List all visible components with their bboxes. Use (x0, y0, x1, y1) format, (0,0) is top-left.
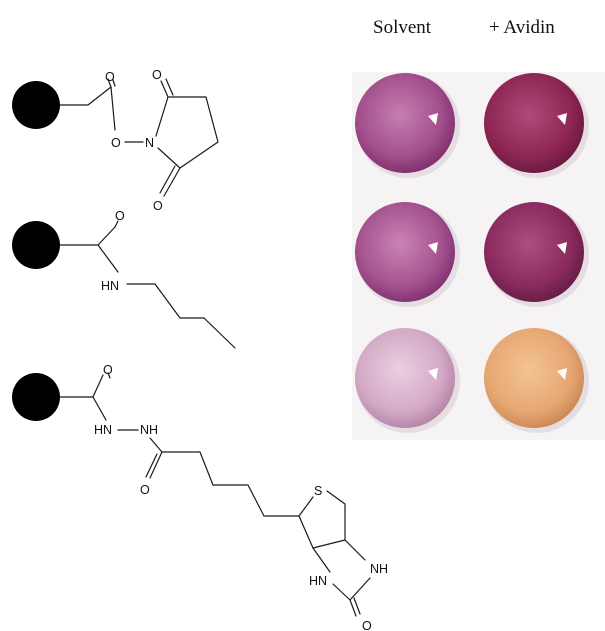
well-highlight (428, 242, 438, 254)
succinimide-ring (155, 96, 219, 169)
atom-oxygen: O (103, 363, 113, 377)
well-grid (355, 73, 589, 433)
well-avidin-row2 (484, 202, 589, 307)
well-sphere (355, 73, 455, 173)
structure-butylamide: O HN (12, 209, 236, 349)
well-highlight (428, 368, 438, 380)
well-highlight (557, 242, 567, 254)
atom-oxygen: O (140, 483, 150, 497)
well-highlight (428, 113, 438, 125)
atom-oxygen: O (111, 136, 121, 150)
atom-oxygen: O (152, 68, 162, 82)
atom-nh: NH (370, 562, 388, 576)
resin-bead-icon (12, 221, 60, 269)
well-solvent-row2 (355, 202, 460, 307)
atom-nitrogen: N (145, 136, 154, 150)
atom-nh: HN (309, 574, 327, 588)
atom-sulfur: S (314, 484, 322, 498)
atom-oxygen: O (105, 70, 115, 84)
pentyl-chain (161, 451, 300, 517)
resin-bead-icon (12, 81, 60, 129)
well-sphere (484, 202, 584, 302)
structure-biotin-hydrazide: O HN NH O S HN NH O (12, 363, 388, 631)
well-solvent-row1 (355, 73, 460, 178)
resin-bead-icon (12, 373, 60, 421)
well-sphere (484, 73, 584, 173)
well-avidin-row3 (484, 328, 589, 433)
atom-nh: HN (94, 423, 112, 437)
column-header-avidin: + Avidin (489, 17, 555, 38)
well-solvent-row3 (355, 328, 460, 433)
thiolane-ring (298, 490, 346, 549)
butyl-chain (126, 283, 236, 349)
well-highlight (557, 113, 567, 125)
well-sphere (355, 328, 455, 428)
atom-oxygen: O (153, 199, 163, 213)
atom-oxygen: O (362, 619, 372, 631)
well-avidin-row1 (484, 73, 589, 178)
well-sphere (355, 202, 455, 302)
urea-ring (332, 577, 371, 601)
atom-oxygen: O (115, 209, 125, 223)
structure-nhs-ester: O O N O O (12, 68, 219, 213)
column-header-solvent: Solvent (373, 17, 432, 38)
atom-nh: NH (140, 423, 158, 437)
well-highlight (557, 368, 567, 380)
atom-nh: HN (101, 279, 119, 293)
well-sphere (484, 328, 584, 428)
bond (59, 86, 112, 106)
